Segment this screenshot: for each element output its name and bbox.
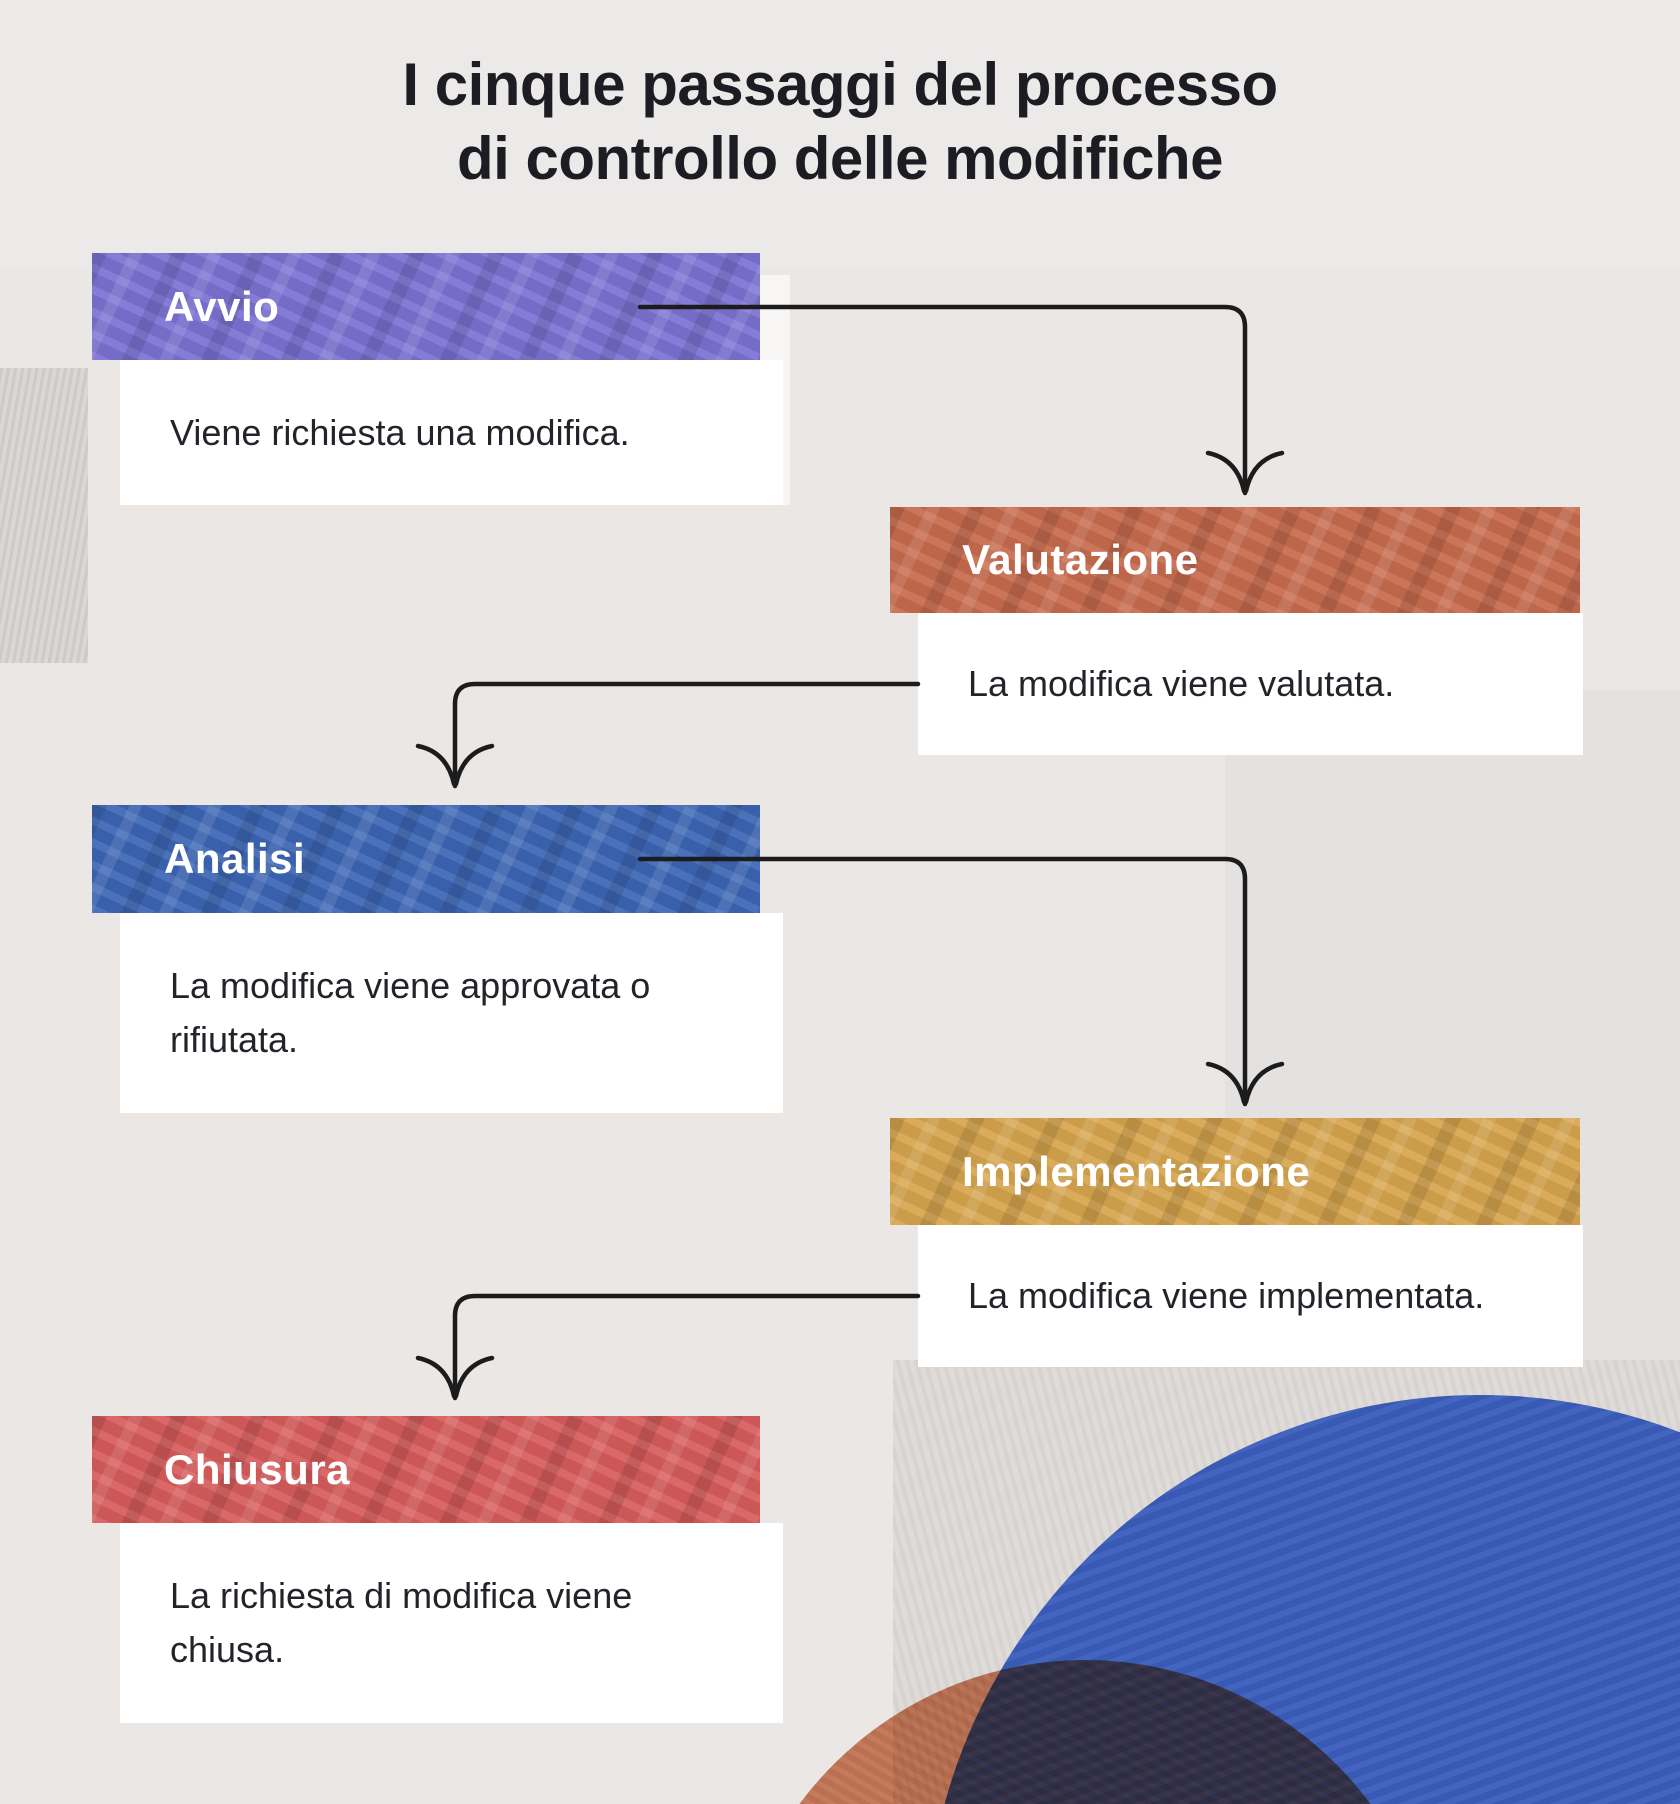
step-valutazione-header: Valutazione — [890, 507, 1580, 613]
step-analisi-description: La modifica viene approvata o rifiutata. — [170, 965, 651, 1060]
step-valutazione-body: La modifica viene valutata. — [918, 613, 1583, 755]
arrowhead-icon — [415, 743, 457, 787]
page-title: I cinque passaggi del processo di contro… — [0, 48, 1680, 196]
step-valutazione-description: La modifica viene valutata. — [968, 663, 1395, 704]
step-avvio-body: Viene richiesta una modifica. — [120, 360, 783, 505]
step-chiusura-header: Chiusura — [92, 1416, 760, 1523]
page-title-line2: di controllo delle modifiche — [456, 125, 1224, 192]
step-implementazione-label: Implementazione — [962, 1147, 1311, 1195]
step-valutazione-label: Valutazione — [962, 536, 1199, 583]
background-patch — [0, 0, 1680, 270]
step-analisi-header: Analisi — [92, 805, 760, 913]
step-chiusura-label: Chiusura — [164, 1445, 351, 1493]
step-analisi-body: La modifica viene approvata o rifiutata. — [120, 913, 783, 1113]
background-patch — [0, 368, 88, 663]
arrowhead-icon — [415, 1355, 457, 1399]
step-avvio-header: Avvio — [92, 253, 760, 360]
step-avvio-description: Viene richiesta una modifica. — [170, 411, 630, 453]
arrowhead-icon — [1205, 450, 1247, 494]
step-chiusura-description: La richiesta di modifica viene chiusa. — [170, 1575, 633, 1670]
arrow-implementazione-to-chiusura — [415, 1293, 921, 1401]
step-implementazione-body: La modifica viene implementata. — [918, 1225, 1583, 1367]
step-avvio-label: Avvio — [164, 282, 280, 330]
page-title-line1: I cinque passaggi del processo — [402, 51, 1278, 118]
arrowhead-icon — [453, 1355, 495, 1399]
step-chiusura-body: La richiesta di modifica viene chiusa. — [120, 1523, 783, 1723]
step-implementazione-description: La modifica viene implementata. — [968, 1275, 1485, 1316]
arrowhead-icon — [1243, 450, 1285, 494]
arrow-valutazione-to-analisi — [415, 681, 921, 789]
step-implementazione-header: Implementazione — [890, 1118, 1580, 1225]
arrowhead-icon — [453, 743, 495, 787]
step-analisi-label: Analisi — [164, 835, 306, 882]
